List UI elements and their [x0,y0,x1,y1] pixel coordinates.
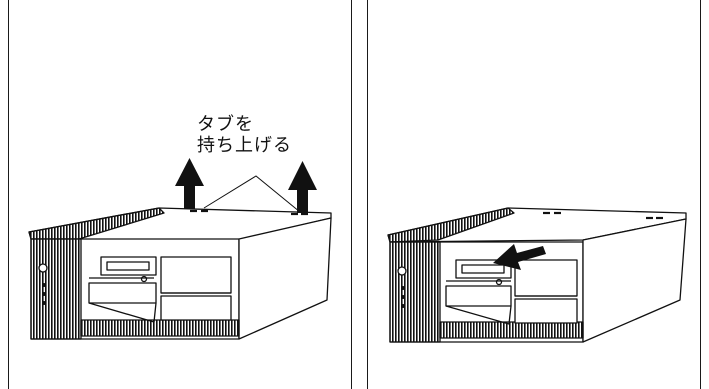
step-panel-slide-cover [367,0,701,389]
up-arrow-icon [175,158,204,209]
step-panel-lift-tabs: タブを 持ち上げる [8,0,352,389]
desktop-computer-left [28,207,332,340]
computer-illustration-right [387,207,687,343]
callout-line-2: 持ち上げる [197,135,292,156]
up-arrow-icon [288,161,317,213]
desktop-computer-right [387,207,687,343]
callout-line-1: タブを [197,114,254,135]
slide-arrow-icon [493,244,546,270]
lift-tabs-label: タブを 持ち上げる [197,114,292,156]
computer-illustration-left [28,158,332,340]
callout-leader-lines [203,175,301,213]
